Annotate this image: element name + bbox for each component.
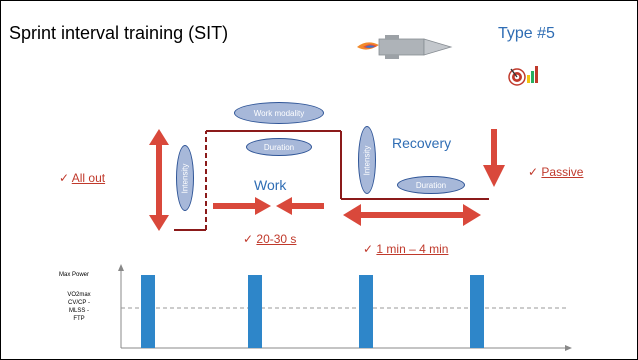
check-icon: ✓: [243, 232, 254, 246]
threshold-label: MLSS -: [68, 308, 89, 314]
work-time-item: ✓ 20-30 s: [243, 232, 296, 246]
max-power-label: Max Power: [59, 272, 90, 278]
slide-title: Sprint interval training (SIT): [9, 23, 229, 43]
threshold-label: CV/CP -: [68, 300, 90, 306]
work-bout-bar: [248, 275, 262, 348]
recovery-label: Recovery: [392, 135, 452, 151]
passive-down-arrow: [483, 129, 505, 187]
type-label: Type #5: [498, 25, 555, 42]
chart-bars: [141, 275, 484, 348]
recovery-time-item: ✓ 1 min – 4 min: [363, 242, 448, 256]
work-time-label: 20-30 s: [256, 232, 297, 246]
work-label: Work: [254, 177, 287, 193]
target-bars-icon: [508, 66, 538, 86]
recovery-duration-arrow: [343, 204, 481, 226]
all-out-label: All out: [71, 171, 106, 185]
threshold-label: FTP: [73, 316, 85, 322]
intensity-recovery-ellipse: Intensity: [358, 126, 376, 194]
passive-item: ✓ Passive: [528, 165, 583, 179]
work-duration-arrows: [213, 197, 324, 215]
intensity-work-label: Intensity: [180, 163, 190, 193]
duration-recovery-label: Duration: [415, 180, 447, 190]
threshold-label: VO2max: [67, 292, 91, 298]
check-icon: ✓: [59, 171, 70, 185]
all-out-item: ✓ All out: [59, 171, 105, 185]
check-icon: ✓: [363, 242, 374, 256]
work-bout-bar: [359, 275, 373, 348]
work-modality-ellipse: Work modality: [234, 102, 324, 124]
intensity-double-arrow: [149, 129, 169, 231]
check-icon: ✓: [528, 165, 539, 179]
work-bout-bar: [141, 275, 155, 348]
duration-recovery-ellipse: Duration: [397, 176, 465, 194]
work-bout-bar: [470, 275, 484, 348]
work-modality-label: Work modality: [253, 108, 305, 118]
duration-work-ellipse: Duration: [246, 138, 312, 156]
threshold-labels: VO2max CV/CP - MLSS - FTP: [59, 291, 99, 323]
recovery-time-label: 1 min – 4 min: [376, 242, 449, 256]
duration-work-label: Duration: [263, 142, 295, 152]
intensity-work-ellipse: Intensity: [176, 145, 194, 211]
intensity-recovery-label: Intensity: [362, 145, 372, 175]
rocket-icon: [357, 35, 453, 59]
work-recovery-profile: [174, 130, 489, 231]
passive-label: Passive: [541, 165, 584, 179]
